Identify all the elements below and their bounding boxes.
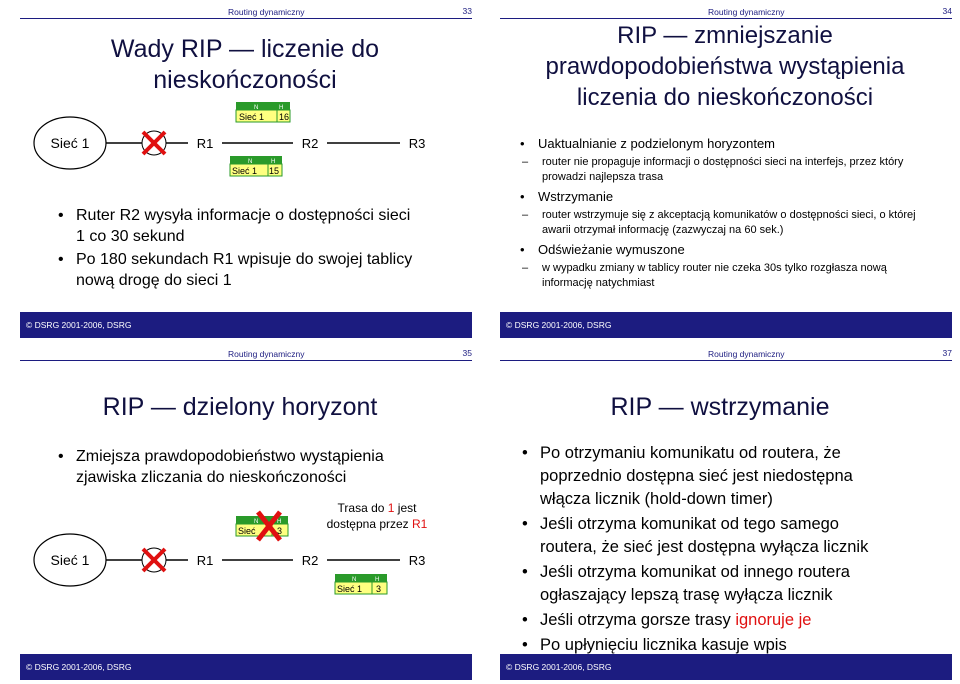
header-title: Routing dynamiczny <box>228 349 305 359</box>
slide-footer: © DSRG 2001-2006, DSRG <box>500 312 952 338</box>
copyright-text: © DSRG 2001-2006, DSRG <box>26 662 132 672</box>
svg-text:H: H <box>271 159 275 165</box>
bullet-item: Po otrzymaniu komunikatu od routera, że … <box>520 442 900 511</box>
header-title: Routing dynamiczny <box>228 7 305 17</box>
slide-title: RIP — wstrzymanie <box>610 393 830 421</box>
slide-title: RIP — zmniejszanie prawdopodobieństwa wy… <box>545 22 905 111</box>
bullet-list: Po otrzymaniu komunikatu od routera, że … <box>520 442 900 659</box>
slide-number: 33 <box>462 6 472 16</box>
svg-text:Sieć 1: Sieć 1 <box>239 112 264 122</box>
slide-header: Routing dynamiczny 34 <box>500 4 952 19</box>
network-diagram: Sieć 1 R1 R2 R3 N H Sieć 1 16 N H <box>33 102 434 177</box>
svg-text:3: 3 <box>376 584 381 594</box>
network-label: Sieć 1 <box>51 552 90 568</box>
network-label: Sieć 1 <box>51 135 90 151</box>
bullet-item: Po upłynięciu licznika kasuje wpis <box>520 634 900 657</box>
slide-number: 37 <box>942 348 952 358</box>
router-label: R1 <box>197 553 214 568</box>
router-label: R2 <box>302 553 319 568</box>
slide-header: Routing dynamiczny 35 <box>20 346 472 361</box>
sub-bullet-item: router nie propaguje informacji o dostęp… <box>518 155 938 185</box>
broken-link-icon <box>141 547 167 573</box>
slide-footer: © DSRG 2001-2006, DSRG <box>20 654 472 680</box>
svg-text:H: H <box>277 519 281 525</box>
slide-header: Routing dynamiczny 37 <box>500 346 952 361</box>
copyright-text: © DSRG 2001-2006, DSRG <box>26 320 132 330</box>
slide-header: Routing dynamiczny 33 <box>20 4 472 19</box>
bullet-item: Jeśli otrzyma komunikat od tego samego r… <box>520 513 900 559</box>
svg-text:N: N <box>352 577 356 583</box>
router-box <box>400 132 434 154</box>
bullet-item: Ruter R2 wysyła informacje o dostępności… <box>56 205 416 247</box>
svg-text:H: H <box>279 105 283 111</box>
slide-footer: © DSRG 2001-2006, DSRG <box>500 654 952 680</box>
svg-text:3: 3 <box>277 526 282 536</box>
router-box <box>400 549 434 571</box>
slide-34: Routing dynamiczny 34 RIP — zmniejszanie… <box>480 0 960 342</box>
bullet-item: Zmiejsza prawdopodobieństwo wystąpienia … <box>56 446 416 488</box>
header-title: Routing dynamiczny <box>708 349 785 359</box>
bullet-item: Wstrzymanie <box>518 188 938 206</box>
highlight-text: ignoruje je <box>735 611 812 629</box>
copyright-text: © DSRG 2001-2006, DSRG <box>506 662 612 672</box>
router-label: R3 <box>409 553 426 568</box>
bullet-item: Jeśli otrzyma gorsze trasy ignoruje je <box>520 609 900 632</box>
callout-text: Trasa do 1 jest dostępna przez R1 <box>326 501 428 531</box>
bullet-list: Ruter R2 wysyła informacje o dostępności… <box>56 205 416 293</box>
svg-text:Sieć: Sieć <box>238 526 256 536</box>
bullet-item: Jeśli otrzyma komunikat od innego router… <box>520 561 900 607</box>
svg-text:N: N <box>254 105 258 111</box>
routing-table-top: N H Sieć 1 16 <box>235 102 291 123</box>
bullet-list: Uaktualnianie z podzielonym horyzontem r… <box>518 135 938 294</box>
slide-title: RIP — dzielony horyzont <box>102 393 378 421</box>
slide-number: 34 <box>942 6 952 16</box>
network-diagram: Sieć 1 R1 R2 R3 N H Sieć 3 <box>33 510 434 595</box>
routing-table-top: N H Sieć 3 <box>235 510 289 542</box>
svg-text:15: 15 <box>269 166 279 176</box>
router-box <box>293 549 327 571</box>
router-box <box>188 132 222 154</box>
broken-link-icon <box>141 130 167 156</box>
svg-text:H: H <box>375 577 379 583</box>
router-box <box>293 132 327 154</box>
routing-table-bottom: N H Sieć 1 3 <box>334 574 388 595</box>
bullet-item: Po 180 sekundach R1 wpisuje do swojej ta… <box>56 249 416 291</box>
slide-footer: © DSRG 2001-2006, DSRG <box>20 312 472 338</box>
routing-table-bottom: N H Sieć 1 15 <box>229 156 283 177</box>
sub-bullet-item: router wstrzymuje się z akceptacją komun… <box>518 208 938 238</box>
svg-text:16: 16 <box>279 112 289 122</box>
header-title: Routing dynamiczny <box>708 7 785 17</box>
network-cloud <box>33 533 107 587</box>
slide-37: Routing dynamiczny 37 RIP — wstrzymanie … <box>480 342 960 684</box>
svg-text:N: N <box>248 159 252 165</box>
svg-text:N: N <box>254 519 258 525</box>
router-label: R2 <box>302 136 319 151</box>
slide-35: Routing dynamiczny 35 RIP — dzielony hor… <box>0 342 480 684</box>
bullet-item: Uaktualnianie z podzielonym horyzontem <box>518 135 938 153</box>
copyright-text: © DSRG 2001-2006, DSRG <box>506 320 612 330</box>
svg-text:Sieć 1: Sieć 1 <box>232 166 257 176</box>
router-box <box>188 549 222 571</box>
network-cloud <box>33 116 107 170</box>
bullet-item: Odświeżanie wymuszone <box>518 241 938 259</box>
slide-number: 35 <box>462 348 472 358</box>
slide-33: Routing dynamiczny 33 Wady RIP — liczeni… <box>0 0 480 342</box>
bullet-list: Zmiejsza prawdopodobieństwo wystąpienia … <box>56 446 416 490</box>
svg-text:Sieć 1: Sieć 1 <box>337 584 362 594</box>
sub-bullet-item: w wypadku zmiany w tablicy router nie cz… <box>518 261 938 291</box>
cross-out-icon <box>256 510 282 542</box>
router-label: R3 <box>409 136 426 151</box>
router-label: R1 <box>197 136 214 151</box>
slide-title: Wady RIP — liczenie do nieskończoności <box>110 35 380 94</box>
